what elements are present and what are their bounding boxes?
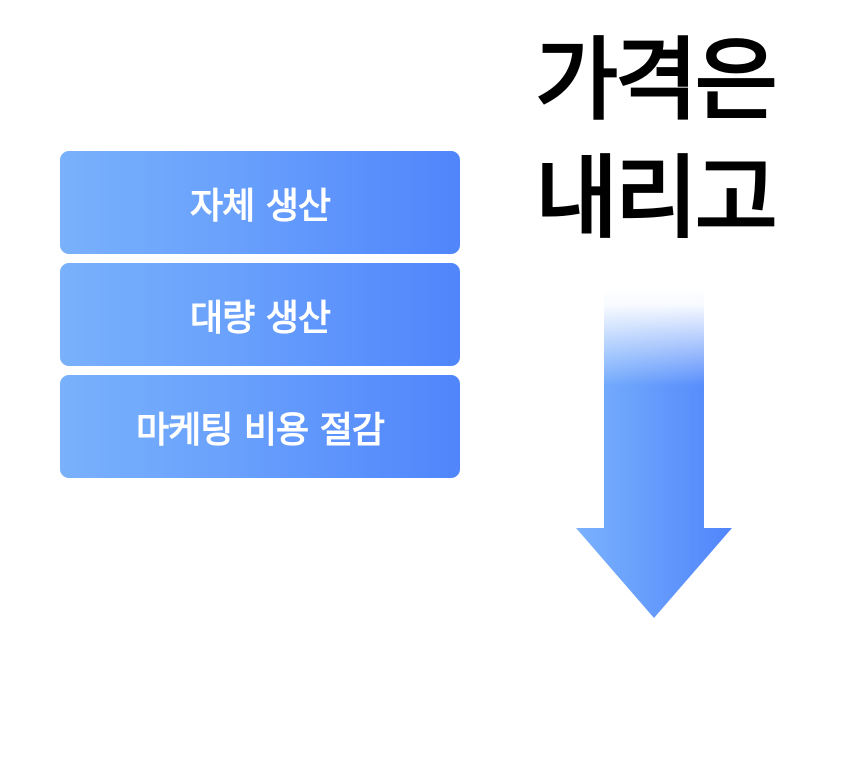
reason-box-mass-production: 대량 생산 (60, 263, 460, 366)
arrow-fade (603, 288, 705, 533)
reason-box-marketing-cost: 마케팅 비용 절감 (60, 375, 460, 478)
box-label: 자체 생산 (189, 185, 331, 227)
box-label: 대량 생산 (189, 297, 331, 339)
headline: 가격은 내리고 (520, 22, 790, 258)
headline-line-1: 가격은 (535, 28, 777, 133)
box-label: 마케팅 비용 절감 (136, 409, 385, 451)
headline-line-2: 내리고 (535, 146, 777, 251)
reason-box-self-production: 자체 생산 (60, 151, 460, 254)
